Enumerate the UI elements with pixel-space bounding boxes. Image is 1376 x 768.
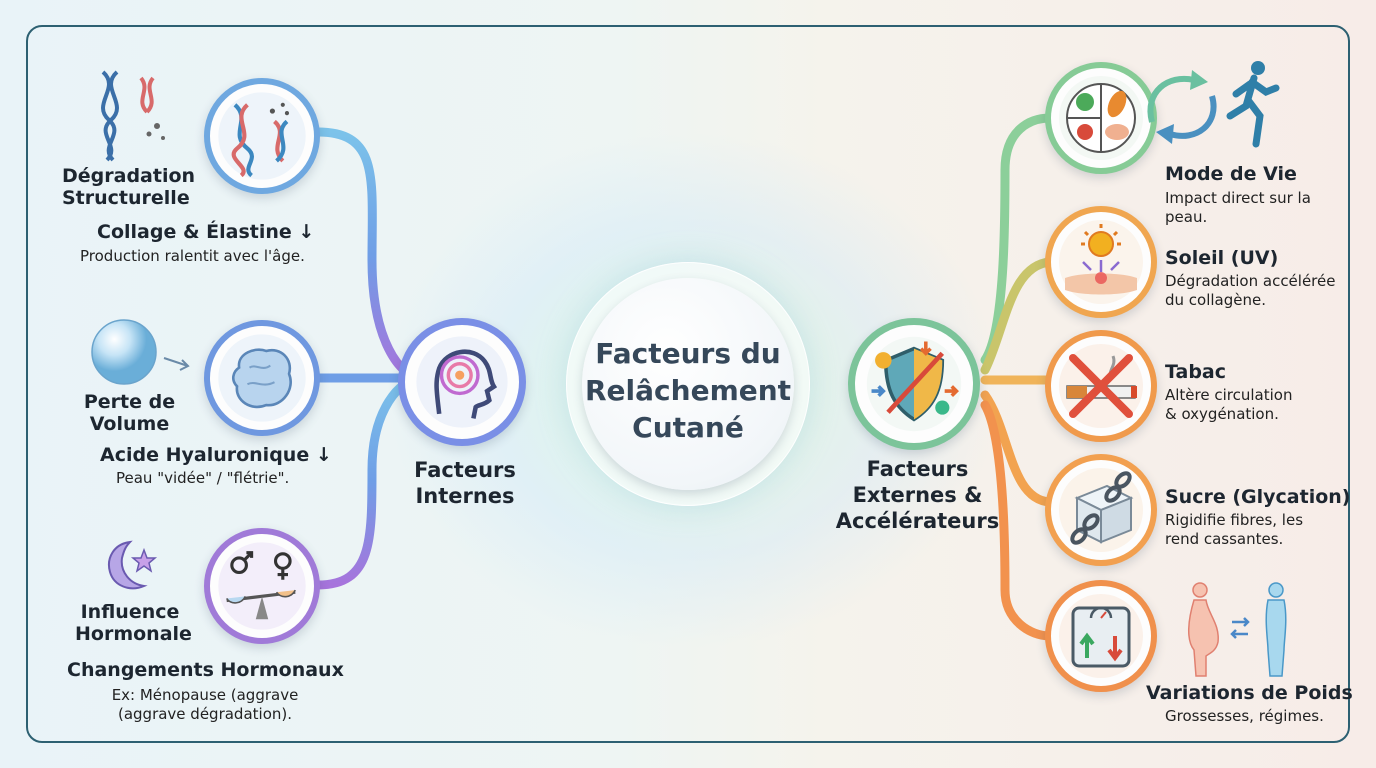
- external-hub-label: Facteurs Externes & Accélérateurs: [835, 457, 1000, 533]
- wire-external-1: [980, 113, 1055, 365]
- wire-external-5: [980, 400, 1055, 641]
- external-4-desc: Rigidifie fibres, les rend cassantes.: [1165, 511, 1304, 548]
- external-2-title: Soleil (UV): [1165, 247, 1279, 269]
- healthy-food-icon: [1059, 76, 1143, 160]
- external-node-5: [1045, 580, 1157, 692]
- external-3-title: Tabac: [1165, 361, 1227, 383]
- external-1-desc: Impact direct sur la peau.: [1165, 189, 1311, 226]
- external-2-desc: Dégradation accélérée du collagène.: [1165, 272, 1336, 309]
- water-droplet-icon: [88, 318, 198, 388]
- external-3-desc: Altère circulation & oxygénation.: [1165, 386, 1293, 423]
- internal-2-category: Perte de Volume: [83, 391, 176, 435]
- wire-external-2: [980, 257, 1055, 375]
- internal-3-category: Influence Hormonale: [75, 601, 192, 645]
- external-node-3: [1045, 330, 1157, 442]
- hyaluronic-sphere-icon: [218, 334, 306, 422]
- internal-3-desc: Ex: Ménopause (aggrave (aggrave dégradat…: [111, 686, 299, 723]
- external-5-title: Variations de Poids: [1146, 682, 1353, 704]
- external-4-title: Sucre (Glycation): [1165, 486, 1351, 508]
- internal-node-2: [204, 320, 320, 436]
- internal-node-3: [204, 528, 320, 644]
- hormone-balance-icon: [218, 542, 306, 630]
- runner-icon: [1222, 58, 1280, 150]
- internal-1-desc: Production ralentit avec l'âge.: [80, 247, 305, 265]
- no-smoking-icon: [1059, 344, 1143, 428]
- moon-star-icon: [100, 536, 160, 596]
- sugar-cube-chain-icon: [1059, 468, 1143, 552]
- center-circle: [582, 278, 794, 490]
- internal-hub-node: [398, 318, 526, 446]
- diagram-frame: [26, 25, 1350, 743]
- internal-2-desc: Peau "vidée" / "flétrie".: [116, 469, 290, 487]
- body-silhouettes-icon: [1178, 580, 1308, 680]
- internal-1-category: Dégradation Structurelle: [62, 165, 196, 209]
- external-node-1: [1045, 62, 1157, 174]
- center-title: Facteurs du Relâchement Cutané: [585, 337, 792, 444]
- dna-collagen-icon: [218, 92, 306, 180]
- internal-node-1: [204, 78, 320, 194]
- external-1-title: Mode de Vie: [1165, 163, 1297, 185]
- external-node-4: [1045, 454, 1157, 566]
- shield-factors-icon: [866, 336, 962, 432]
- dna-strands-icon: [95, 68, 175, 163]
- external-hub-node: [848, 318, 980, 450]
- external-node-2: [1045, 206, 1157, 318]
- cycle-arrows-icon: [1142, 62, 1222, 148]
- internal-2-title: Acide Hyaluronique ↓: [100, 444, 332, 466]
- internal-1-title: Collage & Élastine ↓: [97, 221, 315, 243]
- wire-external-4: [980, 390, 1055, 507]
- internal-hub-label: Facteurs Internes: [414, 458, 516, 508]
- sun-uv-icon: [1059, 220, 1143, 304]
- head-brain-icon: [416, 336, 508, 428]
- internal-3-title: Changements Hormonaux: [67, 659, 344, 681]
- weighing-scale-icon: [1059, 594, 1143, 678]
- external-5-desc: Grossesses, régimes.: [1165, 707, 1324, 725]
